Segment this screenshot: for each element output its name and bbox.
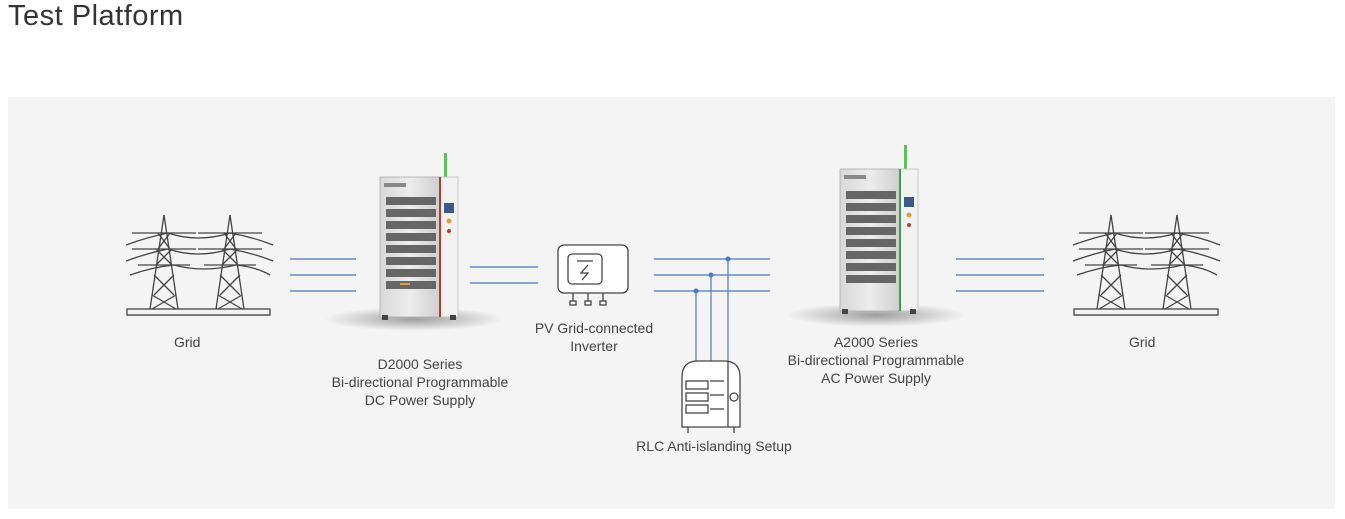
junction-dots [693, 256, 731, 294]
inverter-icon [557, 244, 629, 306]
grid-right-icon [1072, 214, 1221, 316]
grid-right-label: Grid [1129, 334, 1156, 350]
inverter-line-1: PV Grid-connected [534, 320, 654, 336]
connection-lines [956, 258, 1044, 292]
ac-supply-label: A2000 Series Bi-directional Programmable… [776, 333, 976, 387]
ac-supply-cabinet-icon [786, 145, 966, 327]
inverter-line-2: Inverter [570, 338, 618, 354]
rlc-setup-icon [681, 360, 741, 433]
connection-lines [470, 266, 538, 284]
ac-supply-line-2: Bi-directional Programmable [787, 352, 965, 368]
dc-supply-line-1: D2000 Series [377, 356, 463, 372]
diagram-canvas [125, 145, 1221, 433]
grid-left-icon [125, 214, 274, 316]
ac-supply-line-1: A2000 Series [833, 334, 919, 350]
inverter-label: PV Grid-connected Inverter [508, 319, 680, 355]
rlc-setup-label: RLC Anti-islanding Setup [636, 438, 792, 454]
grid-left-label: Grid [174, 334, 201, 350]
connection-lines [290, 258, 356, 292]
dc-supply-cabinet-icon [324, 153, 504, 331]
page-title: Test Platform [8, 0, 184, 32]
test-platform-diagram: Grid D2000 Series Bi-directional Program… [8, 97, 1335, 509]
dc-supply-line-2: Bi-directional Programmable [331, 374, 509, 390]
dc-supply-line-3: DC Power Supply [364, 392, 476, 408]
dc-supply-label: D2000 Series Bi-directional Programmable… [320, 355, 520, 409]
ac-supply-line-3: AC Power Supply [821, 370, 931, 386]
